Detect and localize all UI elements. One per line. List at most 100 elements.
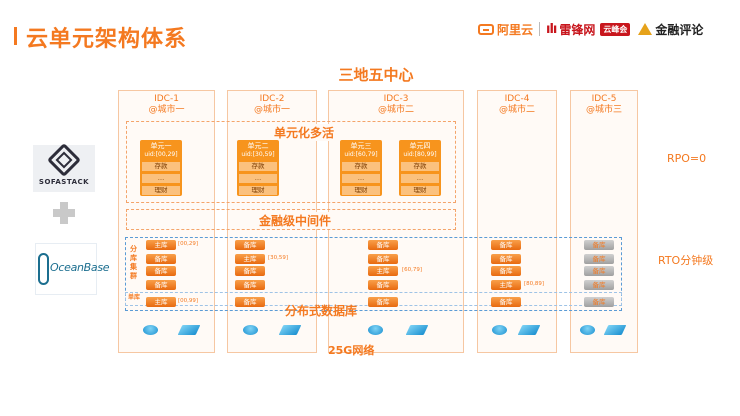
idc-city: @城市二 bbox=[377, 105, 414, 115]
idc-name: IDC-4 bbox=[504, 94, 530, 104]
unit-card-4: 单元四 uid:[80,99] 存款 … 理财 bbox=[399, 140, 441, 196]
idc-column-4: IDC-4 @城市二 bbox=[477, 90, 557, 353]
unit-row: … bbox=[239, 174, 277, 183]
unit-multi-active-band bbox=[126, 121, 456, 203]
aliyun-mark-icon bbox=[478, 23, 494, 35]
leifeng-mark-icon: ılı bbox=[546, 21, 557, 37]
diagram-heading: 三地五中心 bbox=[338, 66, 414, 84]
idc-name: IDC-2 bbox=[259, 94, 285, 104]
middleware-label: 金融级中间件 bbox=[257, 212, 334, 229]
idc-city: @城市一 bbox=[253, 105, 290, 115]
db-primary: 主库 bbox=[368, 266, 398, 276]
jinrong-logo: 金融评论 bbox=[638, 21, 703, 38]
unit-row: 理财 bbox=[342, 186, 380, 195]
aliyun-logo-text: 阿里云 bbox=[497, 22, 534, 37]
unit-row: 存款 bbox=[142, 162, 180, 171]
unit-card-3: 单元三 uid:[60,79] 存款 … 理财 bbox=[340, 140, 382, 196]
page-title: 云单元架构体系 bbox=[26, 27, 188, 52]
db-backup: 备库 bbox=[235, 266, 265, 276]
db-range-label: [60,79] bbox=[402, 267, 423, 273]
partition-cluster-char: 群 bbox=[130, 272, 137, 280]
db-range-label: [00,99] bbox=[178, 298, 199, 304]
leifeng-badge: 云峰会 bbox=[600, 22, 631, 36]
db-range-label: [30,59] bbox=[268, 255, 289, 261]
unit-row: … bbox=[142, 174, 180, 183]
unit-uid: uid:[60,79] bbox=[344, 151, 378, 158]
db-range-label: [00,29] bbox=[178, 241, 199, 247]
db-primary: 主库 bbox=[146, 240, 176, 250]
db-backup-log: 备库 bbox=[584, 254, 614, 264]
oceanbase-logo bbox=[35, 243, 97, 295]
db-backup-log: 备库 bbox=[584, 297, 614, 307]
unit-row: 存款 bbox=[239, 162, 277, 171]
idc-city: @城市二 bbox=[498, 105, 535, 115]
oceanbase-mark-icon bbox=[38, 253, 49, 285]
middleware-band bbox=[126, 209, 456, 230]
idc-name: IDC-3 bbox=[383, 94, 409, 104]
db-backup-log: 备库 bbox=[584, 240, 614, 250]
sponsor-logos: 阿里云 ılı 雷锋网 云峰会 金融评论 bbox=[478, 19, 703, 39]
unit-multi-active-label: 单元化多活 bbox=[272, 124, 337, 141]
unit-name: 单元一 bbox=[150, 142, 172, 150]
router-icon bbox=[580, 325, 595, 335]
unit-row: … bbox=[401, 174, 439, 183]
unit-name: 单元二 bbox=[247, 142, 269, 150]
unit-row: 存款 bbox=[401, 162, 439, 171]
partition-cluster-char: 分 bbox=[130, 245, 137, 253]
db-primary: 主库 bbox=[146, 297, 176, 307]
db-backup: 备库 bbox=[368, 240, 398, 250]
idc-column-1: IDC-1 @城市一 bbox=[118, 90, 215, 353]
idc-name: IDC-1 bbox=[154, 94, 179, 104]
logo-divider bbox=[539, 22, 541, 36]
network-label: 25G网络 bbox=[328, 344, 375, 357]
jinrong-logo-text: 金融评论 bbox=[655, 22, 704, 37]
unit-uid: uid:[00,29] bbox=[144, 151, 178, 158]
unit-name: 单元四 bbox=[409, 142, 431, 150]
leifeng-logo: ılı 雷锋网 云峰会 bbox=[546, 21, 631, 38]
db-backup: 备库 bbox=[146, 266, 176, 276]
unit-card-2: 单元二 uid:[30,59] 存款 … 理财 bbox=[237, 140, 279, 196]
db-backup: 备库 bbox=[235, 297, 265, 307]
sofastack-logo bbox=[33, 145, 95, 192]
db-backup: 备库 bbox=[491, 254, 521, 264]
db-backup: 备库 bbox=[368, 280, 398, 290]
db-backup: 备库 bbox=[235, 280, 265, 290]
router-icon bbox=[243, 325, 258, 335]
leifeng-logo-text: 雷锋网 bbox=[559, 22, 596, 37]
db-backup: 备库 bbox=[146, 280, 176, 290]
sofastack-logo-text: SOFASTACK bbox=[38, 178, 90, 186]
partition-cluster-char: 集 bbox=[130, 263, 137, 271]
db-backup: 备库 bbox=[146, 254, 176, 264]
unit-row: 理财 bbox=[401, 186, 439, 195]
unit-row: 存款 bbox=[342, 162, 380, 171]
unit-card-1: 单元一 uid:[00,29] 存款 … 理财 bbox=[140, 140, 182, 196]
oceanbase-logo-text: OceanBase bbox=[50, 261, 110, 274]
db-backup: 备库 bbox=[491, 240, 521, 250]
title-accent-bar bbox=[14, 27, 17, 45]
rpo-label: RPO=0 bbox=[667, 152, 707, 165]
unit-row: … bbox=[342, 174, 380, 183]
distributed-db-band bbox=[125, 237, 622, 311]
db-primary: 主库 bbox=[491, 280, 521, 290]
unit-uid: uid:[30,59] bbox=[241, 151, 275, 158]
router-icon bbox=[492, 325, 507, 335]
db-backup: 备库 bbox=[368, 297, 398, 307]
unit-row: 理财 bbox=[142, 186, 180, 195]
unit-name: 单元三 bbox=[350, 142, 372, 150]
unit-uid: uid:[80,99] bbox=[403, 151, 437, 158]
idc-city: @城市一 bbox=[148, 105, 185, 115]
partition-cluster-label: 分 库 集 群 bbox=[129, 245, 138, 281]
single-db-label: 单库 bbox=[127, 294, 140, 301]
db-backup: 备库 bbox=[235, 240, 265, 250]
idc-column-3: IDC-3 @城市二 bbox=[328, 90, 464, 353]
db-primary: 主库 bbox=[235, 254, 265, 264]
idc-column-5: IDC-5 @城市三 bbox=[570, 90, 638, 353]
router-icon bbox=[368, 325, 383, 335]
idc-city: @城市三 bbox=[585, 105, 622, 115]
db-backup: 备库 bbox=[491, 266, 521, 276]
distributed-db-label: 分布式数据库 bbox=[285, 304, 358, 318]
db-backup: 备库 bbox=[368, 254, 398, 264]
partition-cluster-char: 库 bbox=[130, 254, 137, 262]
plus-icon-horizontal bbox=[53, 209, 75, 217]
rto-label: RTO分钟级 bbox=[658, 254, 714, 267]
